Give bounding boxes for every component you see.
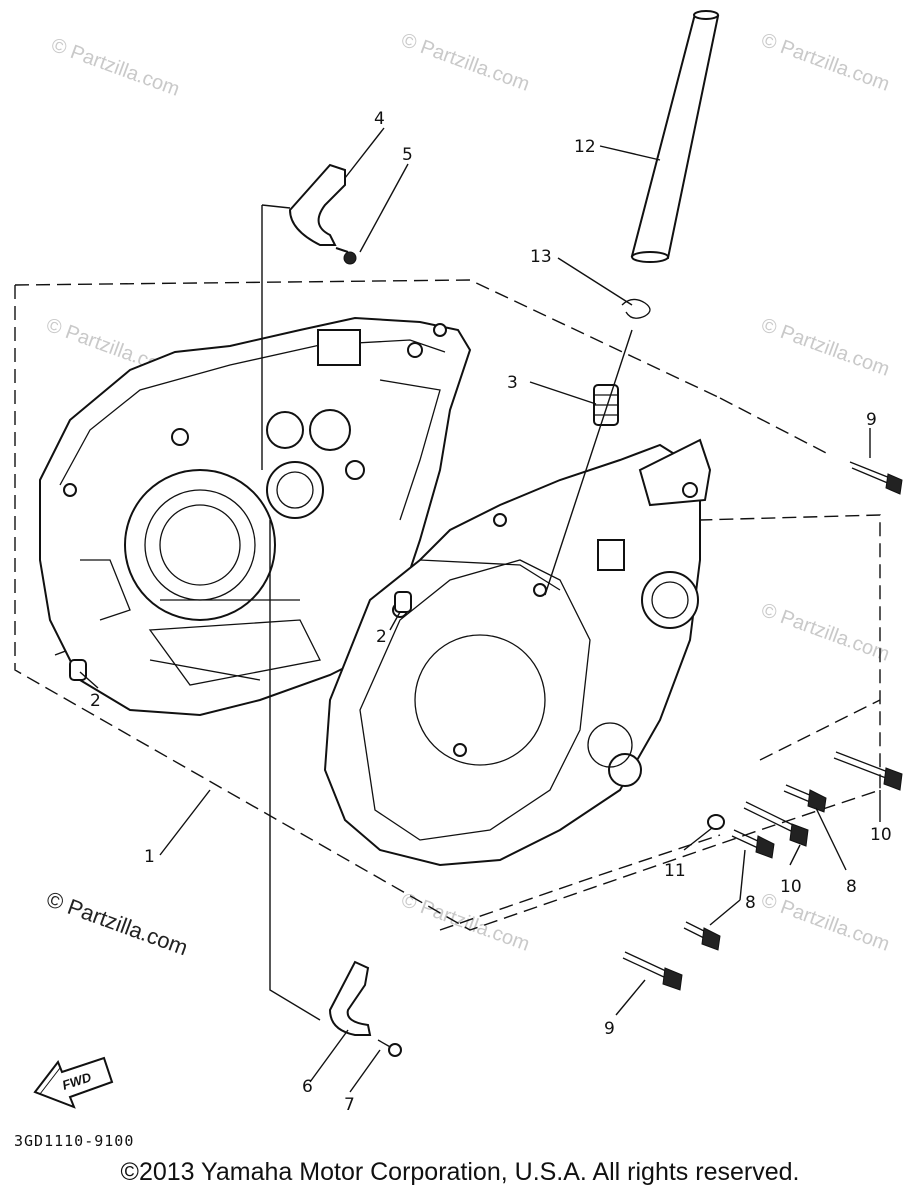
callout-5: 5 <box>402 145 413 165</box>
assembly-outline <box>14 279 881 931</box>
callout-2-right: 2 <box>376 627 387 647</box>
bearing-plate-bottom <box>328 960 372 1036</box>
callout-8-right: 8 <box>846 877 857 897</box>
watermark: © Partzilla.com <box>758 599 892 666</box>
hose-clip <box>621 298 651 319</box>
callout-1: 1 <box>144 847 155 867</box>
bolt <box>833 751 903 791</box>
breather-fitting <box>593 384 619 426</box>
bolt <box>783 784 827 813</box>
callout-6: 6 <box>302 1077 313 1097</box>
watermark: © Partzilla.com <box>758 314 892 381</box>
callout-11: 11 <box>664 861 686 881</box>
watermark: © Partzilla.com <box>398 889 532 956</box>
callout-10-left: 10 <box>780 877 802 897</box>
dowel-pin <box>69 659 87 681</box>
callout-13: 13 <box>530 247 552 267</box>
dowel-pin <box>394 591 412 613</box>
watermark: © Partzilla.com <box>398 29 532 96</box>
bolt <box>849 461 903 495</box>
left-crankcase <box>39 316 472 717</box>
bolt <box>743 801 809 847</box>
diagram-code: 3GD1110-9100 <box>14 1132 134 1150</box>
callout-9-top: 9 <box>866 410 877 430</box>
screw-top <box>335 247 357 265</box>
breather-hose <box>630 10 720 263</box>
fwd-arrow: FWD <box>33 1056 114 1109</box>
callout-2-left: 2 <box>90 691 101 711</box>
callout-7: 7 <box>344 1095 355 1115</box>
callout-9-bottom: 9 <box>604 1019 615 1039</box>
callout-4: 4 <box>374 109 385 129</box>
bolt <box>622 951 683 991</box>
bearing-plate-top <box>288 163 346 246</box>
bolt <box>683 921 721 951</box>
callout-8-left: 8 <box>745 893 756 913</box>
leader-lines <box>79 127 881 1093</box>
right-crankcase <box>323 438 712 867</box>
screw-bottom <box>377 1039 402 1057</box>
callout-12: 12 <box>574 137 596 157</box>
watermark: © Partzilla.com <box>758 29 892 96</box>
watermark: © Partzilla.com <box>48 34 182 101</box>
callout-10-right: 10 <box>870 825 892 845</box>
partzilla-watermark: © Partzilla.com <box>43 886 191 960</box>
bolt <box>731 829 775 859</box>
copyright-footer: ©2013 Yamaha Motor Corporation, U.S.A. A… <box>120 1158 800 1186</box>
callout-3: 3 <box>507 373 518 393</box>
watermark: © Partzilla.com <box>758 889 892 956</box>
washer <box>707 814 725 830</box>
